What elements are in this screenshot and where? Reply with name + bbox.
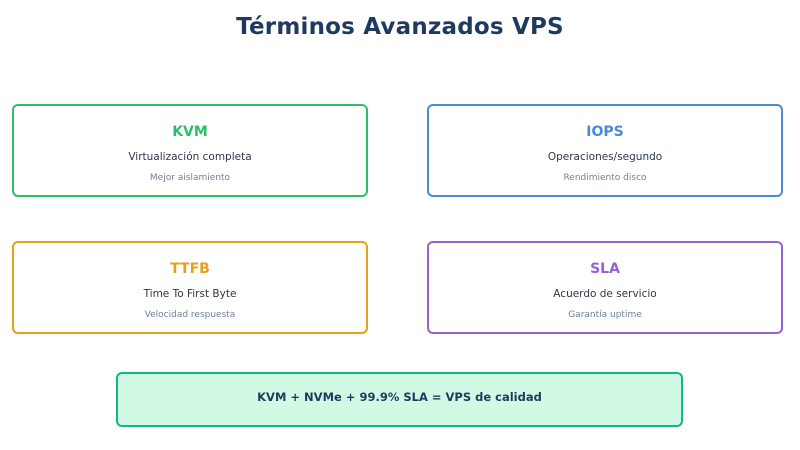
card-note: Rendimiento disco	[563, 173, 647, 183]
card-iops: IOPS Operaciones/segundo Rendimiento dis…	[427, 104, 783, 197]
summary-box: KVM + NVMe + 99.9% SLA = VPS de calidad	[116, 372, 683, 427]
card-term: TTFB	[170, 261, 210, 277]
summary-text: KVM + NVMe + 99.9% SLA = VPS de calidad	[257, 390, 542, 404]
card-note: Garantía uptime	[568, 310, 642, 320]
card-term: SLA	[590, 261, 620, 277]
card-term: KVM	[172, 124, 208, 140]
card-description: Operaciones/segundo	[547, 151, 663, 163]
page-title: Términos Avanzados VPS	[236, 14, 564, 40]
card-term: IOPS	[586, 124, 624, 140]
card-kvm: KVM Virtualización completa Mejor aislam…	[12, 104, 368, 197]
card-ttfb: TTFB Time To First Byte Velocidad respue…	[12, 241, 368, 334]
card-description: Virtualización completa	[128, 151, 252, 163]
card-description: Time To First Byte	[143, 288, 237, 300]
card-note: Velocidad respuesta	[144, 310, 236, 320]
card-note: Mejor aislamiento	[149, 173, 231, 183]
card-description: Acuerdo de servicio	[553, 288, 657, 300]
card-sla: SLA Acuerdo de servicio Garantía uptime	[427, 241, 783, 334]
